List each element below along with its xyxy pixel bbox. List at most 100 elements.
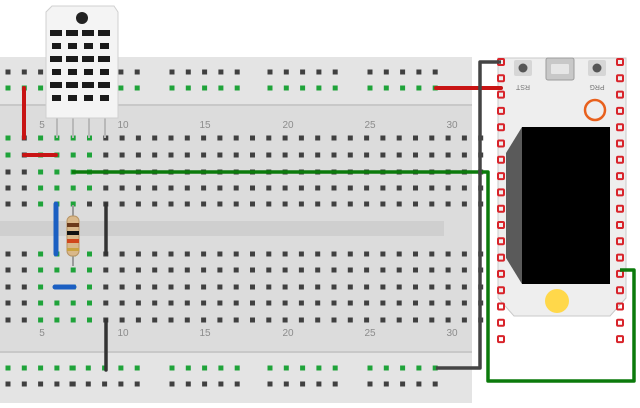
breadboard-hole (152, 251, 158, 257)
breadboard-hole (429, 317, 435, 323)
breadboard-hole (103, 185, 109, 191)
board-pin (616, 237, 624, 246)
breadboard-hole (461, 135, 467, 141)
rail-hole (267, 381, 273, 387)
breadboard-hole (201, 152, 207, 158)
grille-slot (50, 30, 62, 36)
board-pin (616, 123, 624, 132)
breadboard-hole (217, 201, 223, 207)
breadboard-hole (298, 284, 304, 290)
rail-hole (316, 381, 322, 387)
rail-hole (21, 69, 27, 75)
breadboard-hole (217, 251, 223, 257)
breadboard-hole (201, 201, 207, 207)
column-number: 25 (364, 120, 376, 131)
board-pin-headers (497, 58, 624, 344)
breadboard-hole (331, 300, 337, 306)
rail-hole (118, 381, 124, 387)
breadboard-hole (70, 185, 76, 191)
breadboard-hole (38, 185, 44, 191)
breadboard-hole (413, 284, 418, 290)
breadboard-hole (103, 284, 109, 290)
rail-hole (185, 365, 191, 371)
grille-slot (100, 69, 109, 75)
grille-slot (100, 43, 109, 49)
breadboard-hole (217, 284, 223, 290)
breadboard-hole (461, 201, 467, 207)
grille-slot (52, 95, 61, 101)
rail-hole (432, 381, 438, 387)
breadboard-hole (38, 300, 44, 306)
rst-button-cap (518, 63, 528, 73)
breadboard-hole (103, 152, 109, 158)
breadboard-hole (298, 317, 304, 323)
breadboard-hole (184, 317, 190, 323)
grille-slot (82, 82, 94, 88)
breadboard-hole (429, 135, 435, 141)
breadboard-hole (315, 317, 321, 323)
column-number: 5 (39, 120, 45, 131)
breadboard-hole (135, 267, 141, 273)
breadboard-hole (298, 251, 304, 257)
breadboard-hole (152, 284, 158, 290)
breadboard-hole (413, 185, 418, 191)
rail-hole (283, 69, 289, 75)
breadboard-hole (201, 185, 207, 191)
prg-label: PRG (589, 83, 604, 90)
breadboard-hole (461, 185, 467, 191)
breadboard-hole (152, 317, 158, 323)
board-pin (497, 123, 505, 132)
rail-hole (38, 365, 44, 371)
breadboard-hole (87, 300, 92, 306)
rail-hole (234, 381, 240, 387)
breadboard-hole (54, 267, 60, 273)
breadboard-hole (347, 284, 353, 290)
breadboard-hole (135, 201, 141, 207)
breadboard-hole (103, 267, 109, 273)
breadboard-hole (282, 267, 288, 273)
rail-hole (400, 69, 406, 75)
rail-hole (267, 85, 273, 91)
grille-slot (52, 69, 61, 75)
breadboard-hole (119, 201, 125, 207)
breadboard-hole (331, 284, 337, 290)
rail-hole (185, 381, 191, 387)
board-pin (497, 221, 505, 229)
breadboard-hole (21, 284, 27, 290)
user-button[interactable] (545, 289, 569, 313)
rail-hole (134, 381, 140, 387)
breadboard-hole (168, 267, 174, 273)
rail-hole (38, 69, 44, 75)
breadboard-hole (380, 251, 386, 257)
board-pin (497, 286, 505, 295)
breadboard-hole (266, 201, 272, 207)
breadboard-hole (233, 267, 239, 273)
rail-hole (38, 381, 44, 387)
breadboard-hole (331, 201, 337, 207)
breadboard-hole (413, 251, 418, 257)
resistor-band (67, 223, 79, 227)
breadboard-hole (266, 251, 272, 257)
breadboard-hole (380, 267, 386, 273)
breadboard-hole (445, 201, 451, 207)
breadboard-hole (184, 267, 190, 273)
rail-hole (300, 85, 306, 91)
breadboard-hole (396, 284, 402, 290)
rail-hole (169, 381, 175, 387)
breadboard-hole (266, 135, 272, 141)
breadboard-hole (201, 317, 207, 323)
breadboard-hole (429, 284, 435, 290)
breadboard-hole (5, 169, 11, 175)
oled-display (522, 127, 610, 284)
breadboard-hole (347, 135, 353, 141)
breadboard-hole (282, 300, 288, 306)
black-wire-ground (436, 60, 501, 370)
breadboard-hole (380, 185, 386, 191)
breadboard-hole (233, 300, 239, 306)
column-numbers-bottom: 5 10 15 20 25 30 (39, 328, 458, 339)
grille-slot (82, 56, 94, 62)
board-pin (497, 155, 505, 164)
breadboard-hole (119, 300, 125, 306)
breadboard-hole (380, 300, 386, 306)
rail-hole (185, 69, 191, 75)
